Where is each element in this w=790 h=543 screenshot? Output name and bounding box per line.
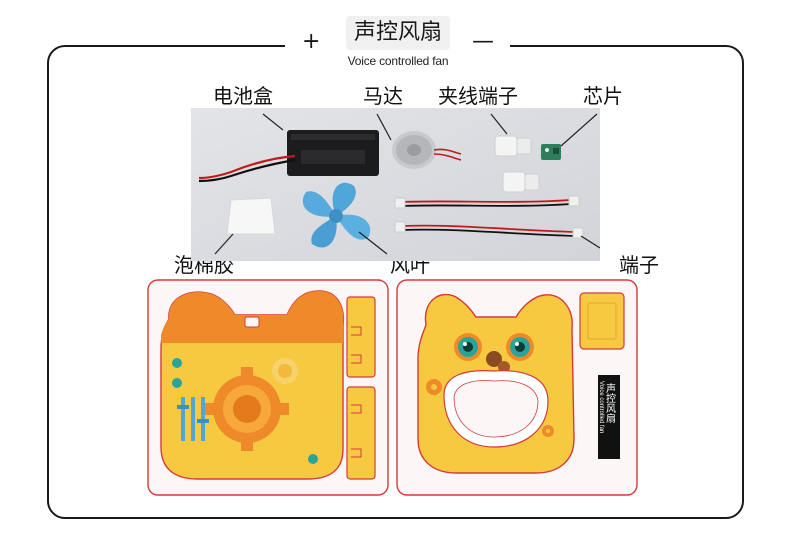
teal-dot xyxy=(308,454,318,464)
battery-box-image xyxy=(198,130,379,183)
plus-sign: + xyxy=(302,29,321,54)
minus-sign: — xyxy=(472,29,494,54)
label-battery-box: 电池盒 xyxy=(213,84,273,108)
name-tag: 声控风扇 Voice controlled fan xyxy=(598,375,620,459)
title-chinese: 声控风扇 xyxy=(345,16,450,50)
small-gear-icon xyxy=(426,379,442,395)
label-terminal: 端子 xyxy=(619,253,659,277)
parts-photo xyxy=(191,108,600,261)
nose-icon xyxy=(486,351,502,367)
label-motor: 马达 xyxy=(363,84,403,108)
teal-dot xyxy=(172,358,182,368)
side-strip-top xyxy=(346,296,376,378)
side-strip-bottom xyxy=(346,386,376,480)
foam-tape-image xyxy=(226,197,276,235)
name-tag-english: Voice controlled fan xyxy=(598,381,604,433)
clip-terminal-image xyxy=(494,135,540,193)
name-tag-chinese: 声控风扇 xyxy=(604,382,616,424)
right-eye-icon xyxy=(506,333,534,361)
label-clip-terminal: 夹线端子 xyxy=(438,84,518,108)
small-gear-icon xyxy=(542,425,554,437)
title-english: Voice controlled fan xyxy=(347,54,449,68)
motor-image xyxy=(392,131,462,169)
cardboard-sheet-left xyxy=(147,279,389,496)
slider-bars-icon xyxy=(177,397,209,441)
cardboard-sheet-right: 声控风扇 Voice controlled fan xyxy=(396,279,638,496)
left-eye-icon xyxy=(454,333,482,361)
terminal-wire-image xyxy=(394,195,584,239)
sun-gear-icon xyxy=(272,358,298,384)
title-block: 声控风扇 Voice controlled fan xyxy=(337,14,459,74)
chip-image xyxy=(541,144,561,160)
fan-blade-image xyxy=(302,182,371,248)
label-chip: 芯片 xyxy=(583,84,623,108)
teal-dot xyxy=(172,378,182,388)
side-plate xyxy=(579,292,625,350)
gear-icon xyxy=(205,367,289,451)
